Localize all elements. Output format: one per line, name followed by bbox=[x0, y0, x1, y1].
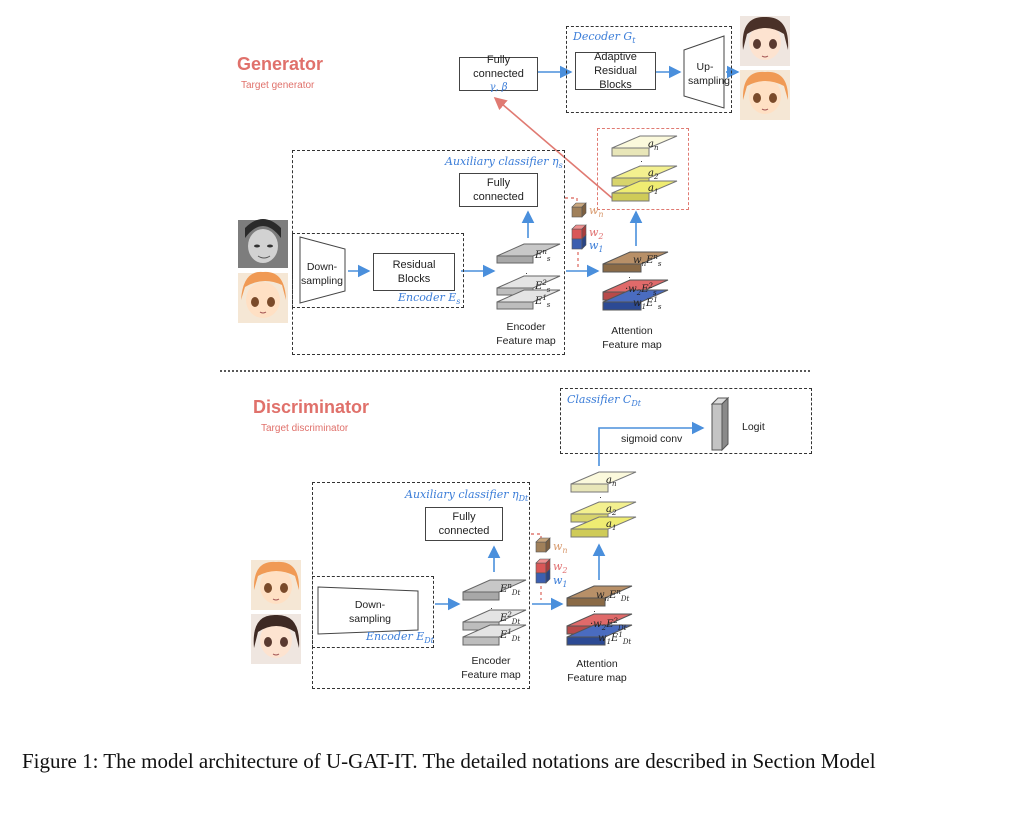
svg-text:·: · bbox=[599, 492, 602, 502]
gen-encoder-label: Encoder Es bbox=[398, 291, 461, 307]
gen-downsampling-shape bbox=[299, 236, 346, 304]
svg-text:·w2E2Dt: ·w2E2Dt bbox=[590, 617, 627, 632]
dis-encoder-label: Encoder EDt bbox=[366, 630, 434, 646]
gen-a-layers bbox=[611, 135, 678, 202]
dis-attention-layers bbox=[566, 585, 633, 646]
dis-attention-fm-label: Attention Feature map bbox=[567, 658, 627, 684]
gen-encoder-feature-layers bbox=[496, 243, 561, 310]
dis-aux-label: Auxiliary classifier ηDt bbox=[405, 488, 529, 504]
svg-text:a2: a2 bbox=[648, 168, 659, 181]
gen-adaptive-box: Adaptive Residual Blocks bbox=[575, 51, 656, 91]
upsampling-shape bbox=[683, 35, 725, 109]
dis-weight-n: wn bbox=[553, 540, 568, 556]
svg-text:·: · bbox=[490, 603, 493, 613]
dis-logit-label: Logit bbox=[742, 421, 765, 433]
svg-text:w1E1s: w1E1s bbox=[633, 296, 662, 311]
svg-text:w1E1Dt: w1E1Dt bbox=[598, 631, 631, 646]
gen-upsampling-label: Up-sampling bbox=[688, 61, 731, 87]
dis-classifier-container bbox=[560, 388, 812, 454]
gen-fm-n: Ens bbox=[534, 248, 551, 263]
svg-text:·: · bbox=[593, 606, 596, 616]
figure-caption: Figure 1: The model architecture of U-GA… bbox=[22, 749, 876, 773]
logit-block bbox=[710, 396, 730, 452]
svg-text:an: an bbox=[606, 475, 617, 488]
dis-weight-cubes bbox=[535, 537, 551, 584]
discriminator-title: Discriminator bbox=[253, 397, 370, 417]
gen-a-layers-container bbox=[597, 128, 689, 210]
dis-aux-fc-box: Fully connected bbox=[425, 507, 503, 541]
gen-residual-label: Residual Blocks bbox=[392, 259, 436, 285]
gen-encoder-container bbox=[292, 233, 464, 308]
gen-weight-n: wn bbox=[589, 204, 604, 220]
gen-residual-box: Residual Blocks bbox=[373, 253, 455, 291]
svg-text:an: an bbox=[648, 139, 659, 152]
gen-weight-1: w1 bbox=[589, 239, 604, 255]
gen-encoder-fm-label: Encoder Feature map bbox=[496, 321, 556, 347]
svg-text:a1: a1 bbox=[648, 183, 658, 196]
svg-text:·w2E2s: ·w2E2s bbox=[625, 282, 657, 297]
svg-text:wnEns: wnEns bbox=[633, 253, 662, 268]
dis-downsampling-shape bbox=[317, 586, 419, 635]
dis-encoder-container bbox=[312, 576, 434, 648]
gen-aux-fc-label: Fully connected bbox=[473, 177, 524, 203]
dis-downsampling-label: Down-sampling bbox=[348, 599, 392, 625]
gen-weight-cubes bbox=[571, 202, 587, 250]
dis-encoder-fm-label: Encoder Feature map bbox=[461, 655, 521, 681]
gen-fc-top-params: γ, β bbox=[489, 82, 508, 93]
gen-downsampling-label: Down-sampling bbox=[301, 261, 344, 287]
generator-subtitle: Target generator bbox=[241, 80, 315, 91]
svg-text:E2s: E2s bbox=[534, 279, 551, 294]
svg-text:E1s: E1s bbox=[534, 294, 551, 309]
generator-title: Generator bbox=[237, 54, 324, 74]
dis-encoder-feature-layers bbox=[462, 579, 527, 646]
dis-weight-1: w1 bbox=[553, 574, 568, 590]
gen-weight-2: w2 bbox=[589, 226, 604, 242]
svg-text:·: · bbox=[640, 156, 643, 166]
gen-decoder-label: Decoder Gt bbox=[573, 30, 636, 46]
dis-classifier-label: Classifier CDt bbox=[567, 393, 641, 409]
dis-input-face-anime-orange bbox=[251, 560, 301, 610]
gen-fc-top-box: Fully connected γ, β bbox=[459, 54, 538, 93]
gen-attention-layers bbox=[602, 251, 669, 311]
gen-fc-top-label: Fully connected bbox=[473, 54, 524, 80]
gen-decoder-container bbox=[566, 26, 732, 113]
gen-input-face-gray bbox=[238, 219, 288, 268]
svg-text:wnEnDt: wnEnDt bbox=[596, 588, 630, 603]
dis-weight-2: w2 bbox=[553, 560, 568, 576]
gen-attention-fm-label: Attention Feature map bbox=[602, 325, 662, 351]
gen-aux-label: Auxiliary classifier ηs bbox=[445, 155, 563, 171]
dis-sigmoid-label: sigmoid conv bbox=[621, 433, 683, 445]
svg-text:a1: a1 bbox=[606, 519, 616, 532]
gen-input-face-anime bbox=[238, 271, 288, 323]
svg-text:·: · bbox=[628, 272, 631, 282]
svg-text:a2: a2 bbox=[606, 504, 617, 517]
gen-adaptive-label: Adaptive Residual Blocks bbox=[594, 51, 637, 91]
discriminator-subtitle: Target discriminator bbox=[261, 423, 349, 434]
dis-a-layers bbox=[570, 471, 637, 538]
dis-input-face-anime-dark bbox=[251, 614, 301, 664]
gen-output-face-anime-dark bbox=[740, 16, 790, 66]
gen-aux-fc-box: Fully connected bbox=[459, 173, 538, 207]
dis-aux-fc-label: Fully connected bbox=[438, 511, 490, 537]
gen-output-face-anime-orange bbox=[740, 70, 790, 120]
svg-text:·: · bbox=[525, 268, 528, 278]
arrow-attention-to-fc bbox=[493, 96, 613, 199]
